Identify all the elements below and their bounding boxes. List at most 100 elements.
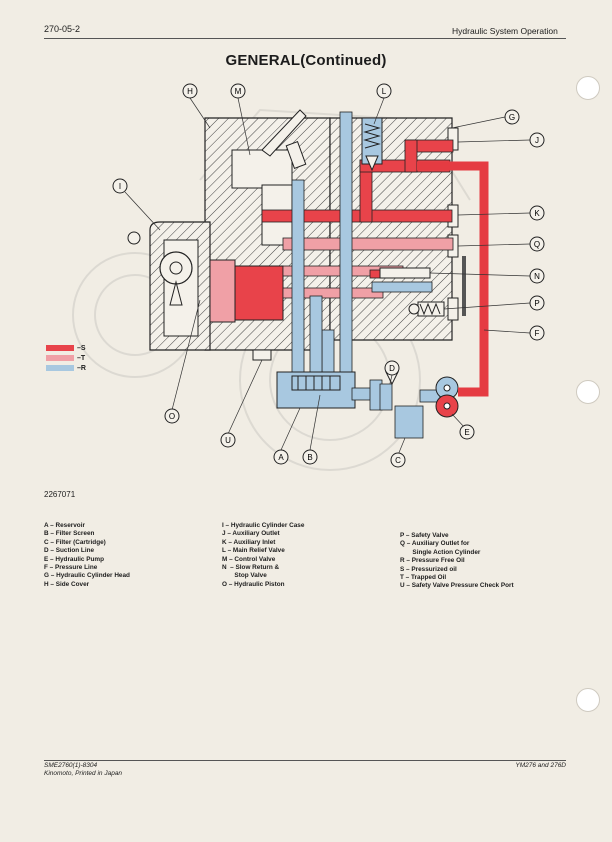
key-item: L – Main Relief Valve	[222, 547, 285, 555]
piston-chamber	[232, 265, 284, 321]
svg-text:P: P	[534, 299, 539, 308]
svg-text:Q: Q	[534, 240, 540, 249]
check-port	[252, 349, 272, 361]
svg-text:G: G	[509, 113, 515, 122]
callout-u: U	[220, 432, 236, 448]
key-item: T – Trapped Oil	[400, 574, 447, 582]
header-rule	[44, 38, 566, 39]
key-item: J – Auxiliary Outlet	[222, 530, 280, 538]
suction-line	[351, 379, 441, 439]
pressure-line	[417, 161, 489, 397]
svg-text:E: E	[464, 428, 469, 437]
return-oil-passages	[291, 111, 433, 377]
svg-text:C: C	[395, 456, 401, 465]
callout-e: E	[459, 424, 475, 440]
legend-swatch	[46, 355, 74, 361]
footer-code: SME2760(1)-8304	[44, 762, 98, 769]
footer-rule	[44, 760, 566, 761]
svg-text:O: O	[169, 412, 175, 421]
callouts: H M L G J I K Q N P F D O E U A B C	[112, 83, 545, 468]
legend-row: –S	[46, 343, 86, 353]
legend-row: –T	[46, 353, 86, 363]
callout-m: M	[230, 83, 246, 99]
footer-printer: Kinomoto, Printed in Japan	[44, 770, 123, 777]
figure-id: 2267071	[44, 490, 76, 499]
callout-h: H	[182, 83, 198, 99]
legend-swatch	[46, 345, 74, 351]
svg-text:I: I	[119, 182, 121, 191]
svg-text:N: N	[534, 272, 540, 281]
key-item: I – Hydraulic Cylinder Case	[222, 522, 305, 529]
leader-lines	[124, 97, 531, 456]
control-lever	[261, 109, 307, 169]
callout-j: J	[529, 132, 545, 148]
trapped-oil-chamber	[209, 259, 236, 323]
legend-swatch	[46, 365, 74, 371]
key-item: Single Action Cylinder	[400, 548, 481, 556]
reservoir	[276, 371, 356, 409]
punch-hole	[576, 380, 600, 404]
svg-text:K: K	[534, 209, 540, 218]
slow-return-valve	[379, 267, 431, 279]
hydraulic-diagram: H M L G J I K Q N P F D O E U A B C	[72, 83, 545, 471]
key-column-2: I – Hydraulic Cylinder Case J – Auxiliar…	[222, 522, 304, 589]
callout-g: G	[504, 109, 520, 125]
key-item: K – Auxiliary Inlet	[222, 538, 276, 546]
key-item: M – Control Valve	[222, 555, 276, 563]
svg-text:A: A	[278, 453, 284, 462]
svg-text:J: J	[535, 136, 539, 145]
svg-text:D: D	[389, 364, 395, 373]
key-item: U – Safety Valve Pressure Check Port	[400, 582, 514, 590]
key-item: O – Hydraulic Piston	[222, 580, 285, 588]
key-column-3: P – Safety Valve Q – Auxiliary Outlet fo…	[400, 532, 514, 591]
callout-k: K	[529, 205, 545, 221]
callout-o: O	[164, 408, 180, 424]
key-item: Stop Valve	[222, 572, 267, 580]
footer-models: YM276 and 276D	[515, 762, 566, 769]
key-item: R – Pressure Free Oil	[400, 557, 465, 565]
legend-row: –R	[46, 363, 86, 373]
main-relief-valve	[361, 117, 383, 172]
key-item: H – Side Cover	[44, 580, 90, 588]
key-item: N – Slow Return &	[222, 564, 280, 572]
section-title: GENERAL(Continued)	[225, 52, 387, 69]
callout-b: B	[302, 449, 318, 465]
legend-letter: R	[80, 364, 86, 372]
key-column-1: A – Reservoir B – Filter Screen C – Filt…	[44, 522, 130, 589]
key-item: E – Hydraulic Pump	[44, 555, 105, 563]
key-item: A – Reservoir	[44, 522, 85, 529]
callout-n: N	[529, 268, 545, 284]
callout-a: A	[273, 449, 289, 465]
callout-c: C	[390, 452, 406, 468]
key-item: D – Suction Line	[44, 547, 95, 555]
svg-text:F: F	[535, 329, 540, 338]
page-number: 270-05-2	[44, 24, 81, 34]
color-legend: –S –T –R	[46, 343, 86, 373]
callout-l: L	[376, 83, 392, 99]
key-item: F – Pressure Line	[44, 564, 98, 572]
key-item: C – Filter (Cartridge)	[44, 538, 106, 546]
callout-d: D	[384, 360, 400, 376]
legend-letter: S	[80, 344, 86, 352]
legend-letter: T	[80, 354, 86, 362]
svg-text:B: B	[307, 453, 312, 462]
key-item: B – Filter Screen	[44, 530, 95, 538]
callout-i: I	[112, 178, 128, 194]
svg-text:U: U	[225, 436, 231, 445]
key-item: S – Pressurized oil	[400, 565, 457, 573]
svg-text:L: L	[382, 87, 387, 96]
safety-valve	[408, 301, 445, 317]
callout-q: Q	[529, 236, 545, 252]
footer-left: SME2760(1)-8304 Kinomoto, Printed in Jap…	[44, 762, 122, 778]
punch-hole	[576, 688, 600, 712]
key-item: P – Safety Valve	[400, 532, 449, 539]
svg-text:H: H	[187, 87, 193, 96]
punch-hole	[576, 76, 600, 100]
svg-text:M: M	[235, 87, 242, 96]
key-item: G – Hydraulic Cylinder Head	[44, 572, 130, 580]
header-title: Hydraulic System Operation	[452, 26, 558, 36]
cylinder-case	[127, 221, 211, 351]
key-item: Q – Auxiliary Outlet for	[400, 540, 470, 548]
callout-f: F	[529, 325, 545, 341]
callout-p: P	[529, 295, 545, 311]
